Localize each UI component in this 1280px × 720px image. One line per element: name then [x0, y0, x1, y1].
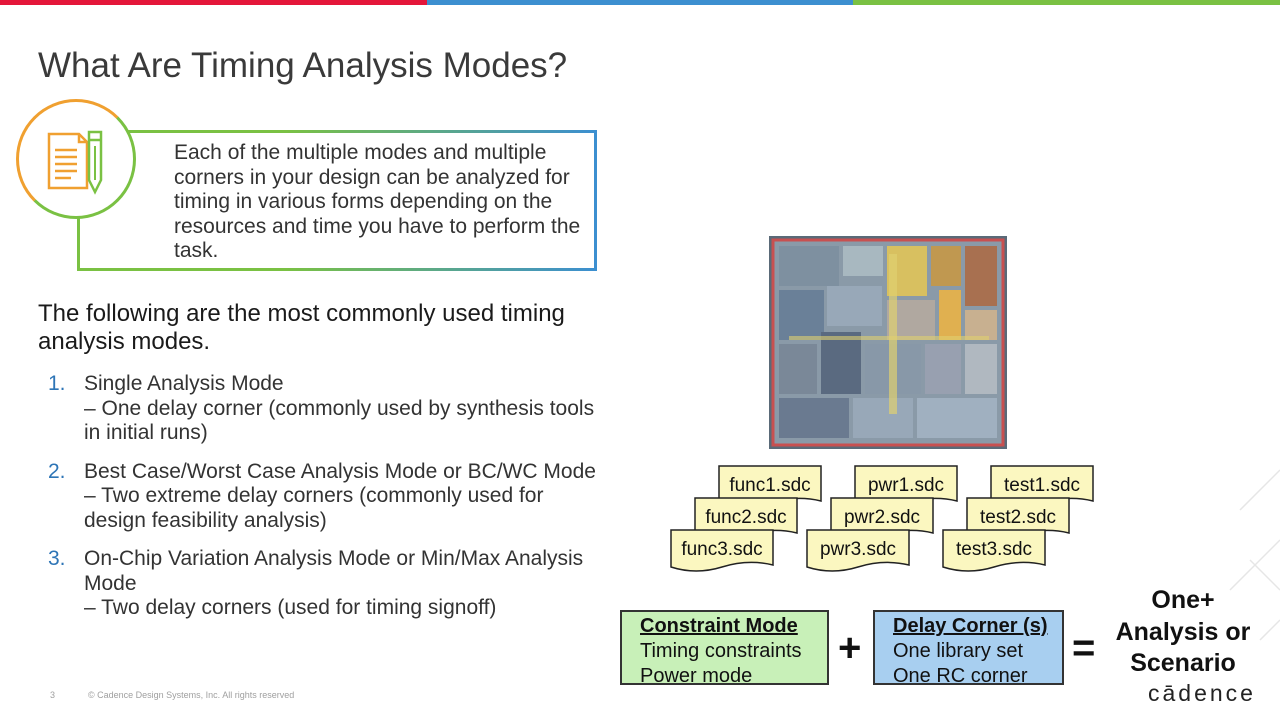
callout-text: Each of the multiple modes and multiple … [174, 141, 581, 262]
chip-die-photo [769, 236, 1007, 449]
constraint-mode-line: Power mode [640, 665, 753, 687]
delay-corner-line: One library set [893, 640, 1024, 662]
sdc-file: pwr1.sdc [854, 465, 958, 508]
list-item: 2. Best Case/Worst Case Analysis Mode or… [48, 460, 608, 534]
list-item-detail: – Two delay corners (used for timing sig… [84, 596, 497, 619]
copyright: © Cadence Design Systems, Inc. All right… [88, 690, 295, 700]
equals-sign: = [1072, 626, 1096, 670]
intro-text: The following are the most commonly used… [38, 300, 565, 355]
sdc-file-label: test2.sdc [979, 507, 1057, 528]
result-line: One+ [1151, 586, 1215, 614]
page-number: 3 [50, 690, 56, 700]
sdc-file-label: test1.sdc [1003, 475, 1081, 496]
list-number: 2. [48, 459, 66, 483]
result-line: Analysis or [1115, 617, 1251, 646]
constraint-mode-header: Constraint Mode [640, 615, 798, 637]
decorative-lines [1229, 469, 1280, 641]
result-line: Scenario [1130, 649, 1236, 677]
slide-footer: 3 © Cadence Design Systems, Inc. All rig… [50, 690, 294, 700]
sdc-file-label: func2.sdc [705, 507, 787, 528]
sdc-file-label: test3.sdc [955, 539, 1033, 560]
page-title: What Are Timing Analysis Modes? [38, 46, 568, 85]
list-item-detail: – One delay corner (commonly used by syn… [84, 396, 595, 445]
top-accent-bar [0, 0, 1280, 5]
callout-box [77, 130, 597, 271]
list-number: 3. [48, 547, 66, 570]
delay-corner-box: Delay Corner (s) One library set One RC … [873, 610, 1064, 687]
result-text: One+ Analysis or Scenario [1098, 585, 1268, 680]
sdc-file-label: pwr2.sdc [843, 507, 921, 528]
list-item-title: Single Analysis Mode [84, 372, 284, 395]
plus-sign: + [838, 626, 862, 670]
sdc-file: pwr3.sdc [806, 529, 910, 572]
list-item: 3. On-Chip Variation Analysis Mode or Mi… [48, 547, 608, 621]
sdc-file: func2.sdc [694, 497, 798, 540]
sdc-file: test3.sdc [942, 529, 1046, 572]
sdc-file-label: pwr3.sdc [819, 539, 897, 560]
sdc-file: pwr2.sdc [830, 497, 934, 540]
delay-corner-line: One RC corner [893, 665, 1028, 687]
list-item: 1. Single Analysis Mode – One delay corn… [48, 372, 608, 446]
sdc-file: func3.sdc [670, 529, 774, 572]
constraint-mode-box: Constraint Mode Timing constraints Power… [620, 610, 829, 687]
list-item-title: Best Case/Worst Case Analysis Mode or BC… [84, 459, 596, 483]
callout-icon-circle [16, 99, 136, 219]
sdc-file-label: func1.sdc [729, 475, 811, 496]
sdc-file-label: func3.sdc [681, 539, 763, 560]
list-item-detail: – Two extreme delay corners (commonly us… [84, 484, 544, 532]
constraint-mode-line: Timing constraints [640, 640, 802, 662]
cadence-logo: cādence [1148, 680, 1256, 706]
delay-corner-header: Delay Corner (s) [893, 615, 1048, 637]
document-pen-icon [47, 130, 103, 195]
mode-list: 1. Single Analysis Mode – One delay corn… [48, 372, 608, 635]
list-number: 1. [48, 372, 66, 395]
list-item-title: On-Chip Variation Analysis Mode or Min/M… [84, 547, 584, 595]
sdc-file-label: pwr1.sdc [867, 475, 945, 496]
